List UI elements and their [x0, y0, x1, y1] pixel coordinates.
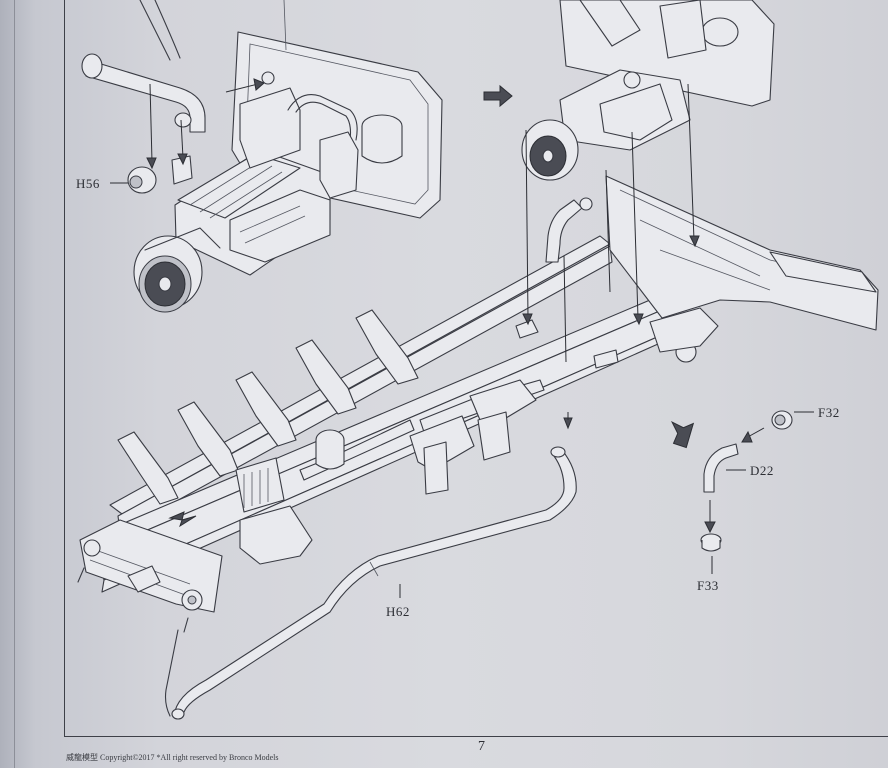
- chassis-frame: [77, 175, 879, 633]
- air-tank: [315, 440, 345, 470]
- callout-d22: D22: [750, 463, 774, 478]
- pipe-fitting-chassis: [579, 197, 593, 211]
- part-h56-bore: [129, 175, 143, 189]
- fan-shroud-edge: [144, 227, 221, 251]
- fitting-right: [623, 71, 641, 89]
- gearbox-lines: [239, 205, 306, 244]
- filter-body: [361, 126, 403, 164]
- assembly-arrows: [168, 83, 700, 528]
- insert-arrow: [670, 420, 695, 449]
- drop-arrow-1: [522, 313, 533, 326]
- spring-hanger-1: [117, 431, 179, 505]
- callout-f32: F32: [818, 405, 840, 420]
- upper-hose-right: [579, 0, 641, 47]
- arrow-line-upper: [225, 83, 259, 93]
- engine-subassembly-right: [521, 0, 775, 181]
- arrow-line-clamp: [180, 119, 184, 159]
- part-f32-bore: [774, 414, 786, 426]
- filter-right: [701, 17, 739, 47]
- arrow-head-clamp: [177, 153, 188, 166]
- copyright-footer: 威龍模型 Copyright©2017 *All right reserved …: [66, 753, 279, 762]
- drop-line-4: [687, 83, 695, 241]
- hose-h62: [164, 446, 577, 720]
- callout-h62: H62: [386, 604, 410, 619]
- mid-post: [477, 411, 511, 461]
- rear-frame-section: [605, 175, 879, 331]
- front-axle-bracket: [239, 505, 313, 565]
- hose-h62-joint: [369, 561, 379, 577]
- engine-pipe-2: [295, 101, 352, 141]
- step-arrow: [483, 84, 513, 108]
- front-arrow: [168, 511, 197, 528]
- spring-hanger-3: [235, 371, 297, 447]
- battery-fins: [243, 468, 269, 508]
- hose-end: [81, 53, 103, 79]
- tank-right: [659, 0, 707, 59]
- page-frame: [64, 0, 888, 737]
- fan-hub: [158, 276, 172, 292]
- intake-box: [239, 87, 301, 169]
- drop-line-3: [631, 131, 639, 319]
- drop-arrow-4: [689, 235, 700, 248]
- front-hook: [127, 565, 161, 593]
- pipe-fitting: [261, 71, 275, 85]
- pointer-line-top: [283, 0, 287, 51]
- hose-h62-end-bottom: [171, 708, 185, 720]
- drop-line-5: [605, 169, 611, 293]
- gearbox-housing: [229, 189, 331, 263]
- reservoir: [319, 131, 359, 199]
- page-edge: [14, 0, 15, 768]
- small-parts-group: [670, 410, 814, 574]
- hose-h62-tail: [164, 629, 179, 717]
- drop-line-2: [563, 255, 567, 363]
- fan-hub-right: [542, 149, 554, 163]
- rear-crossmember: [769, 251, 877, 293]
- part-f33-body: [701, 540, 721, 552]
- engine-subassembly-left: [81, 0, 443, 313]
- hose-upper-2: [154, 0, 181, 59]
- spring-hanger-5: [355, 309, 419, 385]
- hose-end-lower: [174, 112, 192, 128]
- coolant-pipe-chassis: [545, 199, 583, 263]
- engine-pipe-1: [287, 94, 358, 141]
- drop-arrow-3: [633, 313, 644, 326]
- callout-h56: H56: [76, 176, 100, 191]
- hose-upper: [139, 0, 171, 61]
- engine-top: [177, 153, 301, 219]
- tow-eye-bore: [187, 595, 197, 605]
- part-d22: [703, 443, 739, 493]
- arrow-head-upper: [253, 78, 265, 91]
- arrow-line-h56: [149, 83, 153, 163]
- mid-bracket-2: [469, 379, 537, 421]
- arrow-head-f32: [741, 430, 753, 443]
- hose-h62-end-top: [550, 446, 566, 458]
- drop-line-1: [525, 129, 529, 319]
- arrow-head-f33: [704, 521, 716, 534]
- callout-f33: F33: [697, 578, 719, 593]
- spring-hanger-4: [295, 339, 357, 415]
- front-tow-eye-left: [83, 539, 101, 557]
- small-bracket: [593, 349, 619, 369]
- front-hook-pins: [77, 567, 189, 633]
- intake-hose-part: [85, 59, 206, 133]
- mid-post-2: [423, 441, 449, 495]
- arrow-head-h56: [146, 157, 157, 170]
- page-number: 7: [478, 739, 485, 754]
- gearbox-right: [599, 83, 673, 141]
- rear-bracket: [649, 307, 719, 353]
